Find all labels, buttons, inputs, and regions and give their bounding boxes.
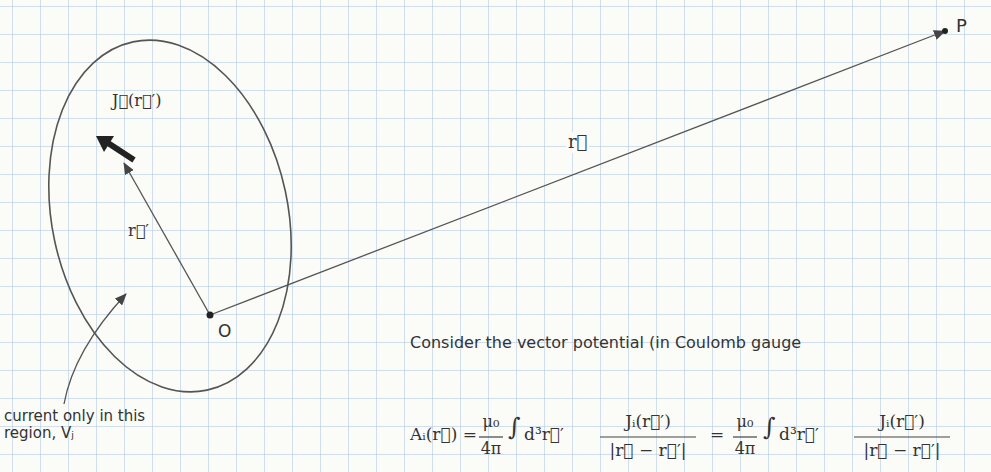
current-arrow — [108, 143, 134, 160]
integral-sign: ∫ — [763, 414, 776, 442]
callout-note: current only in this region, Vⱼ — [4, 408, 154, 443]
fraction-bar — [479, 436, 503, 437]
equation-term: d³r⃗′ — [779, 425, 819, 445]
equation-term: 4π — [481, 440, 502, 458]
equation-term: Aᵢ(r⃗) = — [410, 425, 477, 445]
point-label: P — [956, 16, 967, 37]
equation-term: |r⃗ − r⃗′| — [609, 441, 686, 461]
region-outline: J⃗(r⃗′) r⃗′ O — [48, 34, 304, 398]
ellipse — [18, 17, 323, 414]
fraction-bar — [600, 436, 696, 437]
current-arrowhead — [96, 136, 114, 152]
fraction-bar — [733, 436, 757, 437]
integral-sign: ∫ — [508, 414, 521, 442]
vector-label: r⃗ — [566, 132, 589, 153]
equation-term: μ₀ — [483, 413, 500, 431]
origin-label: O — [218, 322, 231, 342]
source-vector — [124, 163, 210, 315]
equation-term: |r⃗ − r⃗′| — [863, 441, 940, 461]
equation-term: d³r⃗′ — [524, 425, 564, 445]
equation-term: = — [710, 425, 724, 445]
position-vector — [210, 31, 945, 315]
origin-dot — [207, 312, 214, 319]
point-dot — [942, 28, 948, 34]
fraction-bar — [854, 436, 950, 437]
ellipse-outline — [48, 34, 304, 398]
current-label: J⃗(r⃗′) — [112, 92, 161, 110]
equation-term: Jᵢ(r⃗′) — [625, 412, 671, 432]
leader-line — [64, 294, 126, 404]
equation-term: 4π — [735, 440, 756, 458]
vector-label: r⃗′ — [128, 222, 149, 240]
equation-term: Jᵢ(r⃗′) — [879, 412, 925, 432]
equation-term: μ₀ — [737, 413, 754, 431]
note-text: Consider the vector potential (in Coulom… — [410, 334, 801, 352]
